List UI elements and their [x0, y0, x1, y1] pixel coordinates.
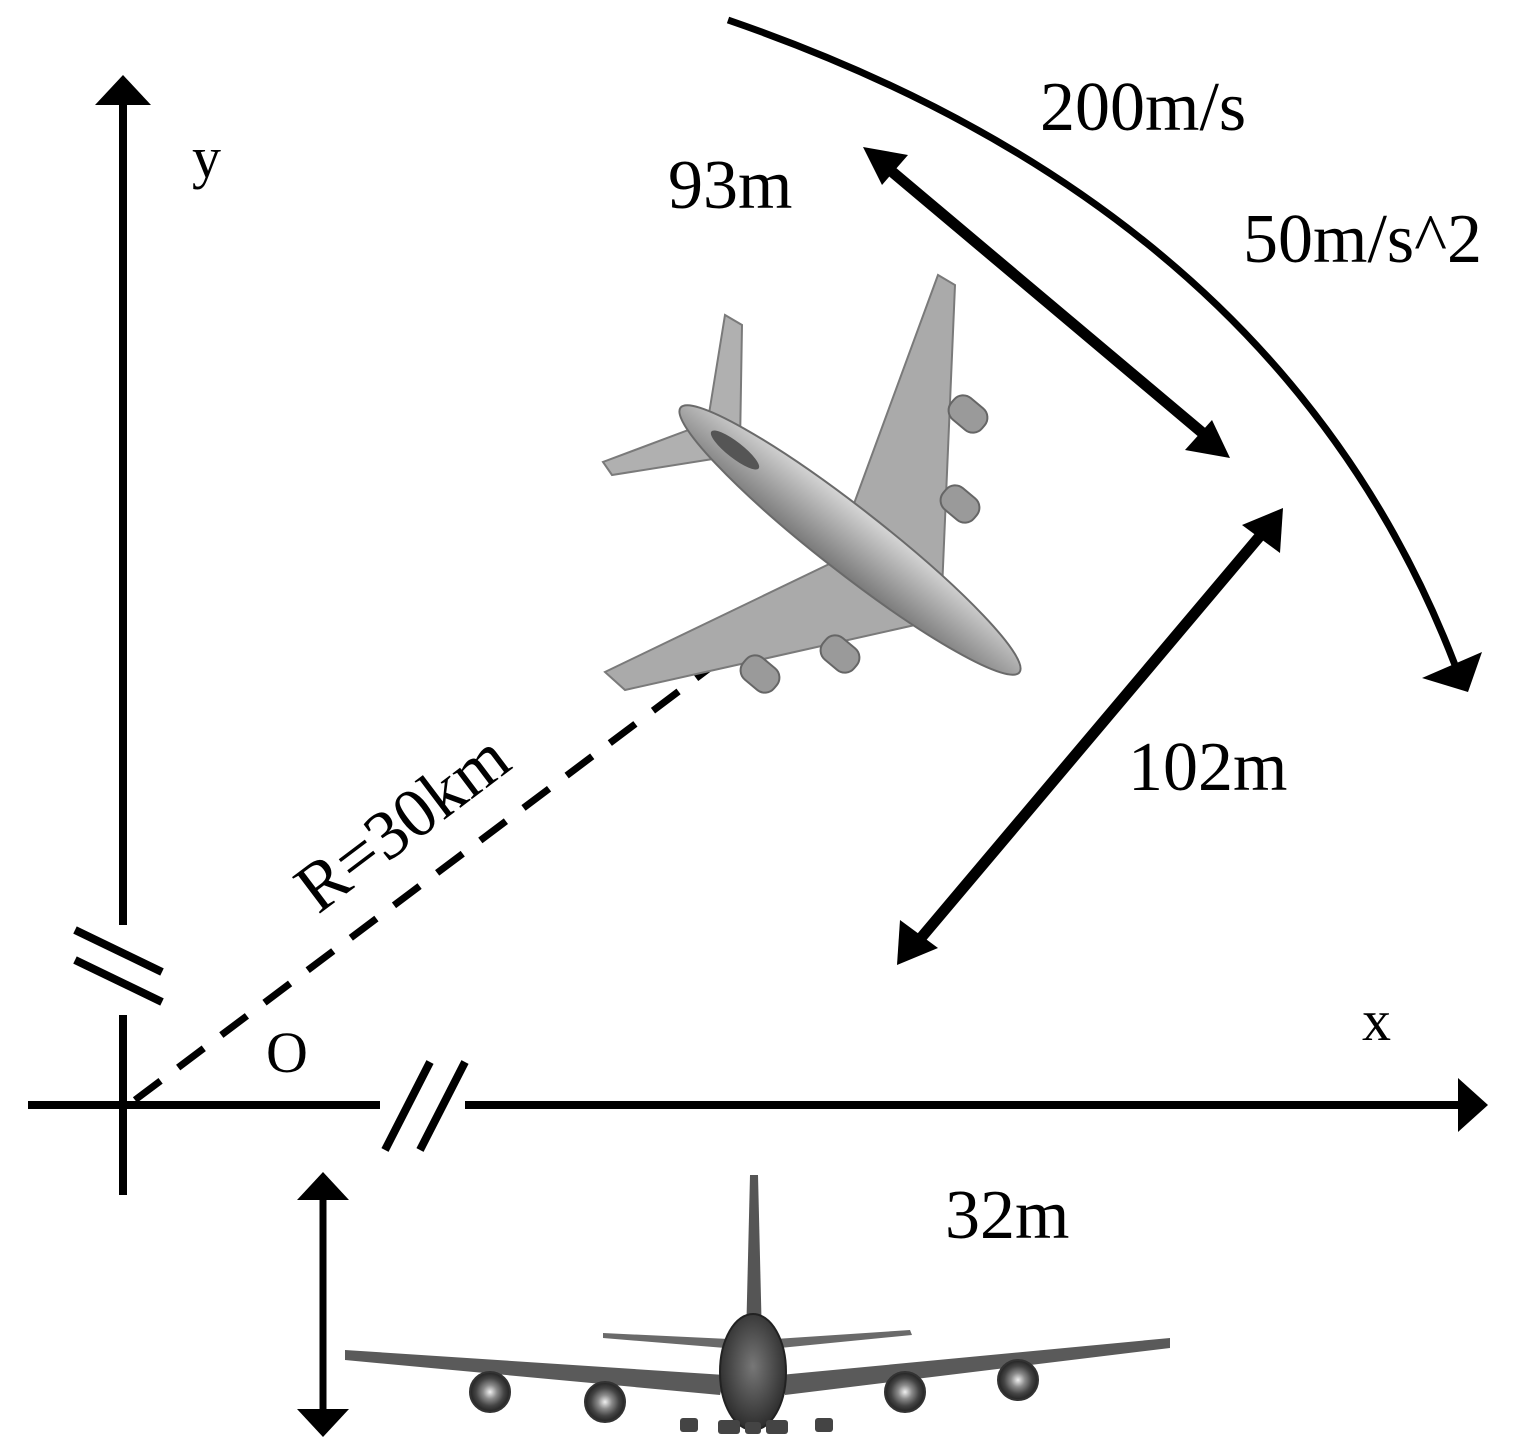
height-label: 32m [945, 1177, 1069, 1254]
y-axis-break-mark [73, 926, 164, 976]
origin-label: O [266, 1020, 308, 1085]
length-arrowhead-end [1185, 420, 1230, 458]
x-axis-label: x [1362, 988, 1391, 1053]
airplane-engines [739, 394, 989, 694]
length-label: 93m [668, 147, 792, 224]
acceleration-label: 50m/s^2 [1243, 201, 1482, 278]
height-arrowhead-bottom [297, 1409, 349, 1437]
wingspan-arrowhead-start [897, 920, 938, 965]
airplane-wing-front-right [780, 1338, 1170, 1395]
airplane-fuselage [678, 404, 1022, 676]
x-axis-break-mark [416, 1060, 469, 1152]
wingspan-label: 102m [1128, 729, 1287, 806]
y-axis-arrowhead [95, 75, 151, 105]
length-arrowhead-start [863, 147, 908, 185]
y-axis-label: y [192, 125, 221, 190]
wingspan-arrow [910, 526, 1270, 949]
airplane-cockpit [710, 430, 760, 470]
y-axis-break-mark [73, 956, 164, 1006]
height-arrowhead-top [297, 1172, 349, 1200]
coordinate-axes [28, 95, 1460, 1195]
airplane-vertical-tail [746, 1175, 762, 1340]
length-arrow [886, 165, 1209, 440]
airplane-wing-front-left [345, 1350, 725, 1395]
wingspan-arrowhead-end [1242, 508, 1283, 553]
flight-path-arrowhead [1422, 652, 1482, 692]
airplane-front-view-image [345, 1175, 1170, 1434]
airplane-nose [719, 1313, 787, 1431]
x-axis-arrowhead [1458, 1078, 1488, 1132]
airplane-front-engines [469, 1359, 1039, 1423]
x-axis-break-mark [381, 1060, 434, 1152]
flight-path-arc [726, 16, 1459, 667]
airplane-top-view-image [601, 273, 1022, 694]
speed-label: 200m/s [1040, 69, 1246, 146]
airplane-landing-gear [680, 1418, 833, 1434]
